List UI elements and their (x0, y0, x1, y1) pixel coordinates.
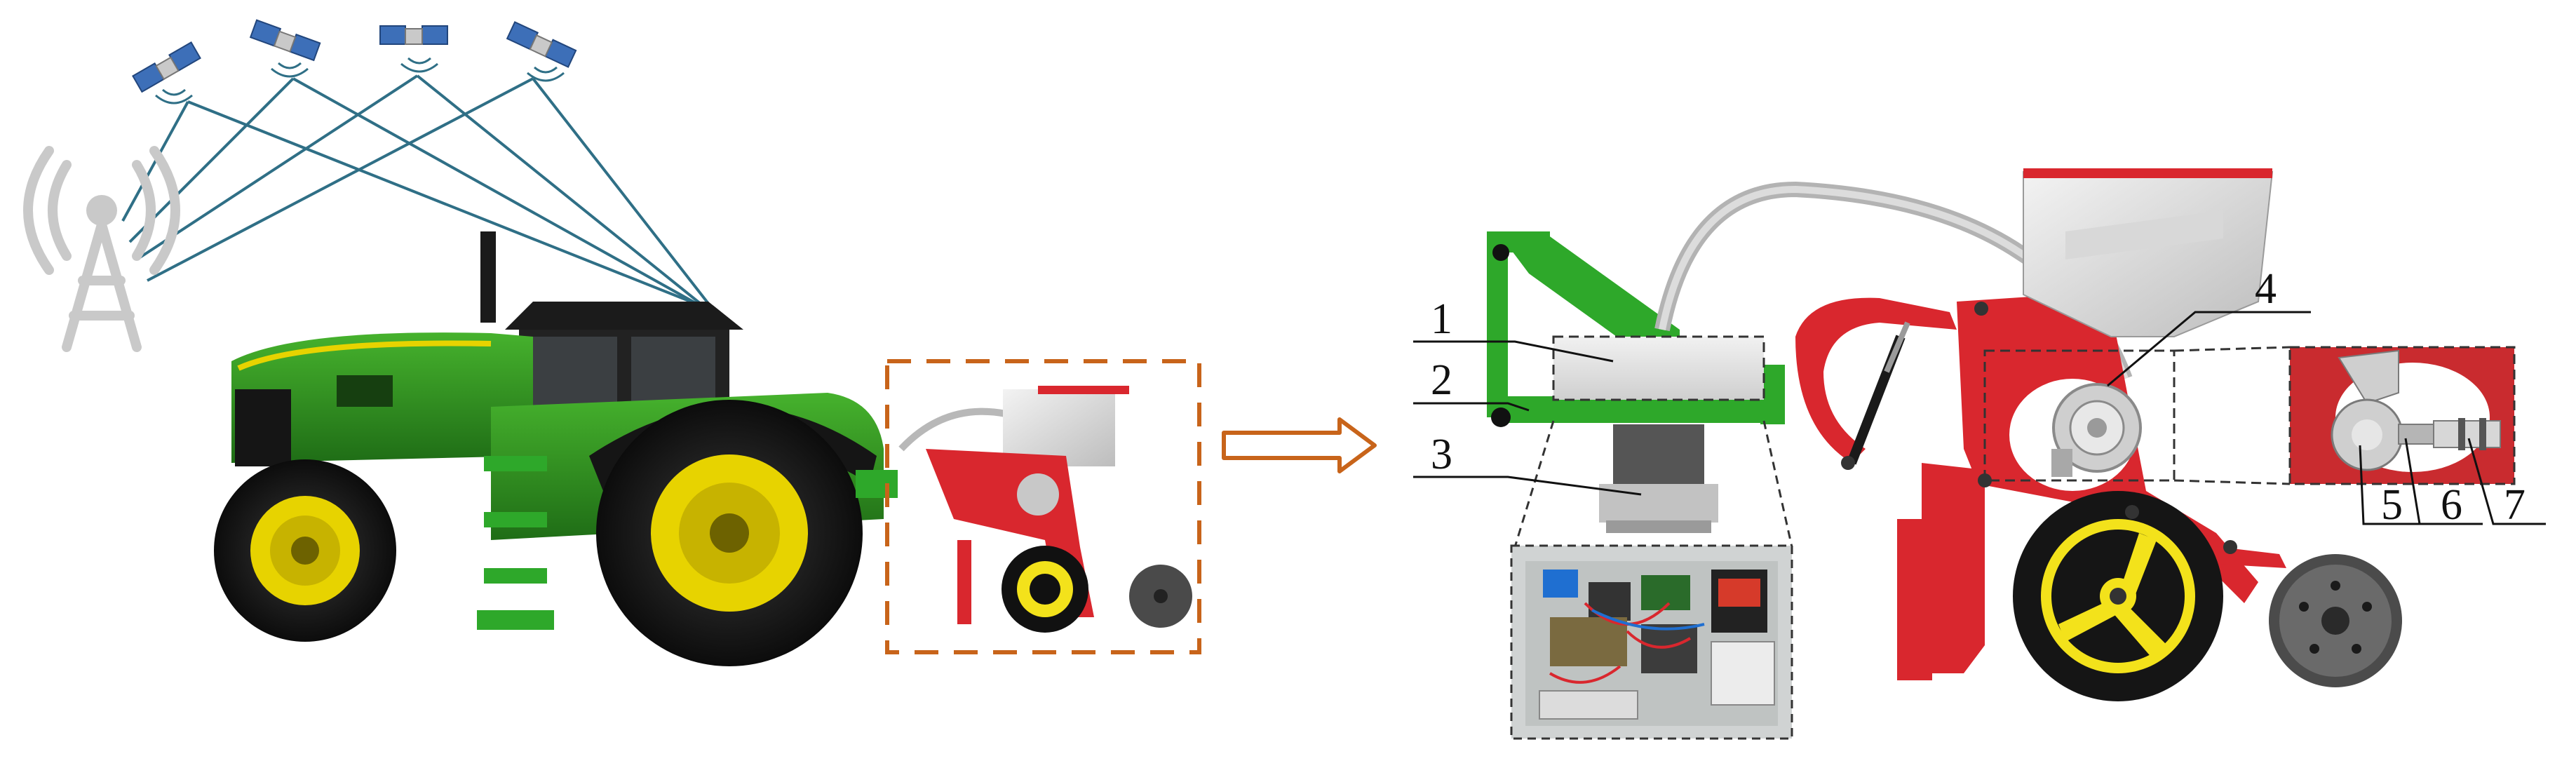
zoom-line (1513, 420, 1555, 548)
satellite-icon (506, 21, 577, 82)
frame-bolts (1841, 302, 2237, 554)
closing-wheel (2269, 554, 2402, 687)
exhaust-pipe (480, 231, 496, 323)
callout-label-4: 4 (2255, 265, 2277, 313)
satellite-icon (132, 41, 201, 105)
hollow-arrow-right-icon (1222, 417, 1377, 473)
rear-wheel (596, 400, 863, 666)
tractor-icon (214, 231, 898, 666)
signal-tower-icon (23, 146, 180, 352)
zoom-line (1762, 420, 1793, 548)
dashed-box (885, 359, 1201, 654)
tractor-grille (235, 389, 291, 466)
satellite-icon (249, 19, 321, 78)
meter-dashed-box (1983, 349, 2176, 482)
callout-label-2: 2 (1431, 356, 1452, 404)
callout-label-3: 3 (1431, 431, 1452, 478)
satellite-icon (379, 25, 448, 73)
encoder (2433, 420, 2501, 448)
zoom-line (2173, 479, 2291, 485)
signal-lines (121, 74, 720, 318)
leader-lines (1413, 311, 2546, 525)
gas-strut (1847, 321, 1910, 465)
electronics-inset (1510, 544, 1793, 740)
planter-thumbnail (898, 386, 1192, 633)
callout-label-7: 7 (2504, 481, 2526, 529)
callout-label-6: 6 (2441, 481, 2462, 529)
tractor-steps (477, 456, 554, 630)
seed-hopper (2023, 168, 2274, 337)
callout-label-5: 5 (2381, 481, 2403, 529)
meter-inset (2288, 346, 2516, 485)
seed-meter (2051, 383, 2142, 477)
zoom-line (2173, 346, 2291, 352)
callout-label-1: 1 (1431, 295, 1452, 343)
press-wheel (2013, 491, 2223, 701)
control-box (1552, 335, 1765, 401)
motor (1599, 424, 1718, 533)
electronic-module (1543, 570, 1578, 598)
coupling (2398, 424, 2434, 445)
front-wheel (214, 459, 396, 642)
